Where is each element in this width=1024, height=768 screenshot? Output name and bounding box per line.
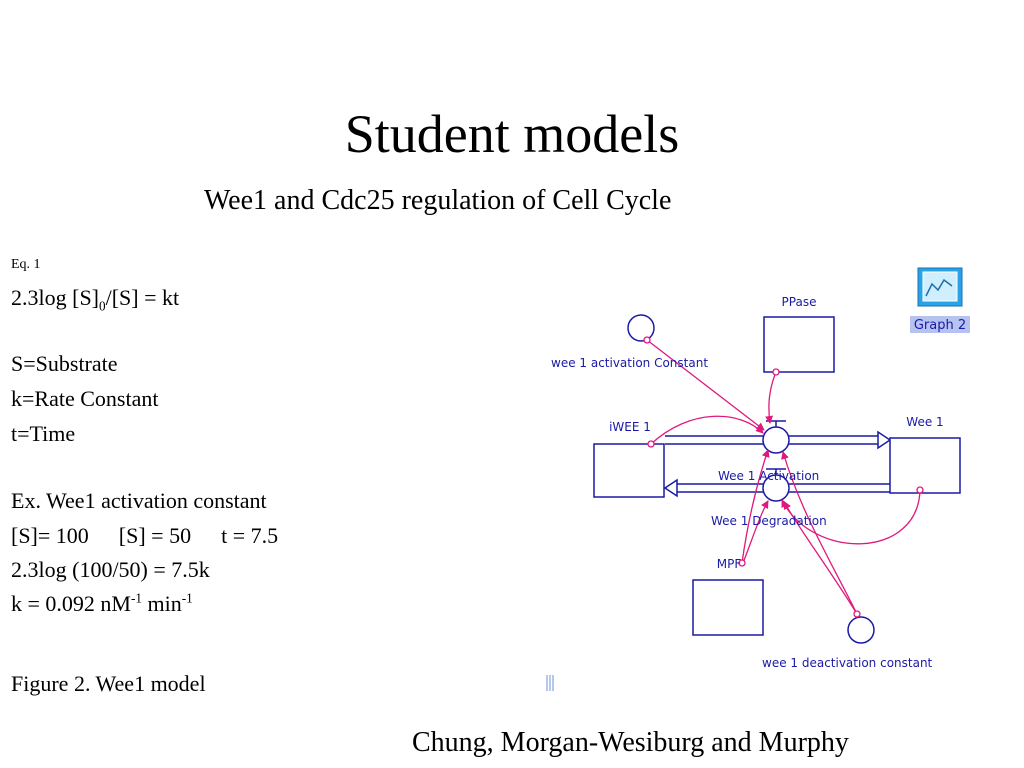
mpf-stock[interactable] [692, 579, 764, 636]
page-subtitle: Wee1 and Cdc25 regulation of Cell Cycle [204, 185, 672, 216]
equation-part-1: 2.3log [S] [11, 285, 99, 310]
connector-ppase [765, 371, 777, 424]
connector-activation-constant [646, 339, 765, 431]
deactivation-constant-converter[interactable] [847, 616, 875, 644]
example-calculation: 2.3log (100/50) = 7.5k [11, 557, 210, 582]
degradation-valve[interactable] [762, 468, 790, 502]
activation-constant-converter[interactable] [627, 314, 655, 342]
connector-dot [772, 368, 780, 376]
equation-label: Eq. 1 [11, 257, 41, 272]
substrate-definition: S=Substrate [11, 351, 118, 376]
connector-dot [643, 336, 651, 344]
credit-line: Chung, Morgan-Wesiburg and Murphy [412, 727, 849, 758]
time-definition: t=Time [11, 421, 76, 446]
ppase-label: PPase [782, 295, 817, 309]
connector-deactivation-activation [781, 451, 858, 615]
graph-label-background [910, 316, 970, 333]
iwee1-stock[interactable] [593, 443, 665, 498]
connector-dot [647, 440, 655, 448]
graph-icon[interactable] [917, 267, 963, 307]
deactivation-constant-label: wee 1 deactivation constant [762, 656, 933, 670]
k-result-pre: k = 0.092 nM [11, 591, 131, 616]
activation-valve[interactable] [762, 420, 790, 454]
connector-mpf-activation [741, 449, 770, 564]
example-values: [S]= 100 [S] = 50 t = 7.5 [11, 522, 278, 550]
ppase-stock[interactable] [763, 316, 835, 373]
connector-iwee1 [650, 415, 764, 445]
wee1-stock[interactable] [889, 437, 961, 494]
k-result-mid: min [141, 591, 182, 616]
figure-caption: Figure 2. Wee1 model [11, 671, 206, 696]
k-result: k = 0.092 nM-1 min-1 [11, 590, 193, 618]
degradation-flow-label: Wee 1 Degradation [711, 514, 827, 528]
connector-deactivation-degradation [783, 501, 858, 615]
equation-part-2: /[S] = kt [105, 285, 180, 310]
wee1-label: Wee 1 [906, 415, 943, 429]
connector-dot [916, 486, 924, 494]
activation-constant-label: wee 1 activation Constant [551, 356, 708, 370]
connector-mpf-degradation [742, 500, 769, 564]
rate-constant-definition: k=Rate Constant [11, 386, 159, 411]
connector-wee1-degradation [781, 489, 921, 545]
scroll-marker-icon [546, 675, 554, 691]
mpf-label: MPF [717, 557, 742, 571]
equation-subscript: 0 [99, 298, 106, 314]
graph-label[interactable]: Graph 2 [914, 318, 966, 333]
activation-flow-label: Wee 1 Activation [718, 469, 819, 483]
example-s0: [S]= 100 [11, 523, 89, 548]
example-title: Ex. Wee1 activation constant [11, 488, 267, 513]
equation-line: 2.3log [S]0/[S] = kt [11, 284, 179, 312]
connector-dot [738, 559, 746, 567]
k-exponent-1: -1 [130, 590, 142, 606]
page-title: Student models [344, 104, 680, 164]
example-s: [S] = 50 [118, 523, 192, 548]
k-exponent-2: -1 [181, 590, 193, 606]
connector-dot [853, 610, 861, 618]
iwee1-label: iWEE 1 [609, 420, 651, 434]
example-t: t = 7.5 [221, 523, 279, 548]
